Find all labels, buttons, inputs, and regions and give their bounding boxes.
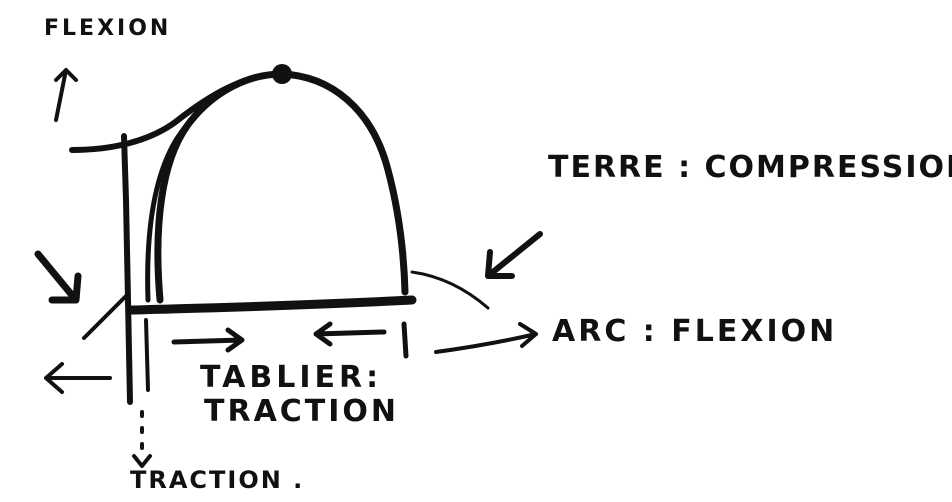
deck-line: [127, 295, 417, 315]
pier-line-2: [144, 318, 150, 392]
left-diagonal: [82, 294, 128, 340]
label-arc-flexion: ARC : FLEXION: [552, 314, 838, 349]
arch-inner: [145, 111, 199, 303]
arrow-up-flexion: [54, 68, 78, 122]
label-tablier: TABLIER:: [200, 360, 383, 395]
label-traction-bottom: TRACTION .: [130, 466, 305, 494]
right-soil-line: [410, 270, 490, 310]
arrow-deck-left: [313, 321, 387, 347]
arrow-diagonal-left: [34, 250, 82, 304]
arrow-compression: [485, 231, 543, 279]
keystone-dot: [272, 64, 292, 84]
label-terre-compression: TERRE : COMPRESSION: [548, 150, 952, 185]
label-traction-deck: TRACTION: [204, 394, 400, 429]
arrow-left-horizontal: [44, 362, 112, 394]
arrow-to-arc-label: [434, 322, 538, 354]
arrow-deck-right: [171, 327, 245, 353]
pier-line: [121, 133, 133, 405]
label-flexion-top: FLEXION: [44, 16, 172, 41]
arrow-down-dotted: [132, 410, 152, 468]
deck-end-tick: [401, 321, 409, 359]
